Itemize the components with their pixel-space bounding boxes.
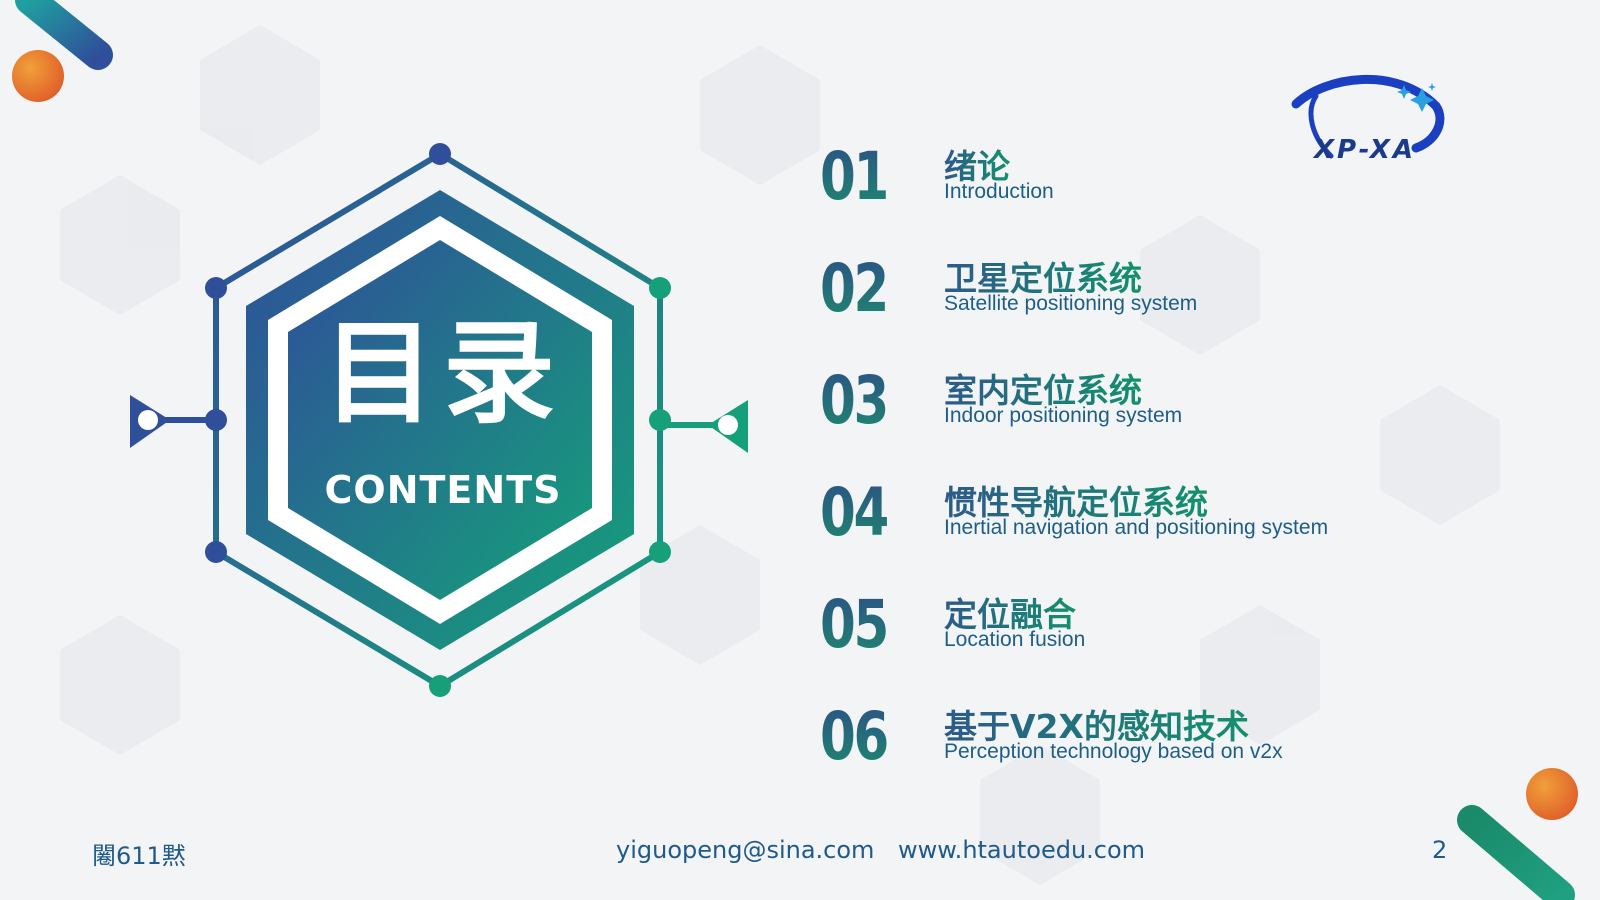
toc-title-en: Location fusion xyxy=(944,628,1086,651)
corner-bar-bottom-right xyxy=(1457,805,1575,900)
toc-title-cn: 卫星定位系统 xyxy=(944,252,1142,300)
footer-email[interactable]: yiguopeng@sina.com xyxy=(616,836,875,864)
footer-date: 闂611黙 xyxy=(92,842,186,870)
table-of-contents: 01 绪论 Introduction 02 卫星定位系统 Satellite p… xyxy=(820,138,1440,810)
node-dot xyxy=(429,143,451,165)
corner-ball-top-left xyxy=(12,50,64,102)
toc-title-cn: 定位融合 xyxy=(944,588,1076,636)
toc-number: 06 xyxy=(820,698,889,775)
node-dot xyxy=(429,675,451,697)
emblem-subtitle: CONTENTS xyxy=(324,468,562,512)
toc-title-en: Satellite positioning system xyxy=(944,292,1198,315)
contents-emblem xyxy=(130,143,748,697)
toc-number: 01 xyxy=(820,138,889,215)
node-dot xyxy=(649,277,671,299)
toc-item-05[interactable]: 05 定位融合 Location fusion xyxy=(820,586,1440,698)
toc-item-03[interactable]: 03 室内定位系统 Indoor positioning system xyxy=(820,362,1440,474)
toc-number: 04 xyxy=(820,474,889,551)
toc-number: 03 xyxy=(820,362,889,439)
toc-title-en: Inertial navigation and positioning syst… xyxy=(944,516,1329,539)
toc-number: 05 xyxy=(820,586,889,663)
toc-item-04[interactable]: 04 惯性导航定位系统 Inertial navigation and posi… xyxy=(820,474,1440,586)
toc-item-06[interactable]: 06 基于V2X的感知技术 Perception technology base… xyxy=(820,698,1440,810)
toc-title-cn: 基于V2X的感知技术 xyxy=(944,700,1249,748)
footer-website[interactable]: www.htautoedu.com xyxy=(898,836,1146,864)
node-dot xyxy=(205,277,227,299)
logo-icon xyxy=(1291,74,1445,159)
toc-title-cn: 室内定位系统 xyxy=(944,364,1142,412)
inner-hexagon xyxy=(288,240,592,600)
toc-title-en: Introduction xyxy=(944,180,1054,203)
node-dot xyxy=(205,541,227,563)
corner-bar-top-left xyxy=(15,0,113,70)
toc-number: 02 xyxy=(820,250,889,327)
toc-title-en: Perception technology based on v2x xyxy=(944,740,1283,763)
logo-text: XP-XA xyxy=(1314,135,1416,165)
toc-item-01[interactable]: 01 绪论 Introduction xyxy=(820,138,1440,250)
toc-title-cn: 绪论 xyxy=(944,140,1010,188)
toc-title-en: Indoor positioning system xyxy=(944,404,1183,427)
corner-ball-bottom-right xyxy=(1526,768,1578,820)
page-number: 2 xyxy=(1432,836,1448,864)
toc-item-02[interactable]: 02 卫星定位系统 Satellite positioning system xyxy=(820,250,1440,362)
node-dot xyxy=(649,541,671,563)
toc-title-cn: 惯性导航定位系统 xyxy=(944,476,1208,524)
emblem-title: 目录 xyxy=(323,309,563,439)
